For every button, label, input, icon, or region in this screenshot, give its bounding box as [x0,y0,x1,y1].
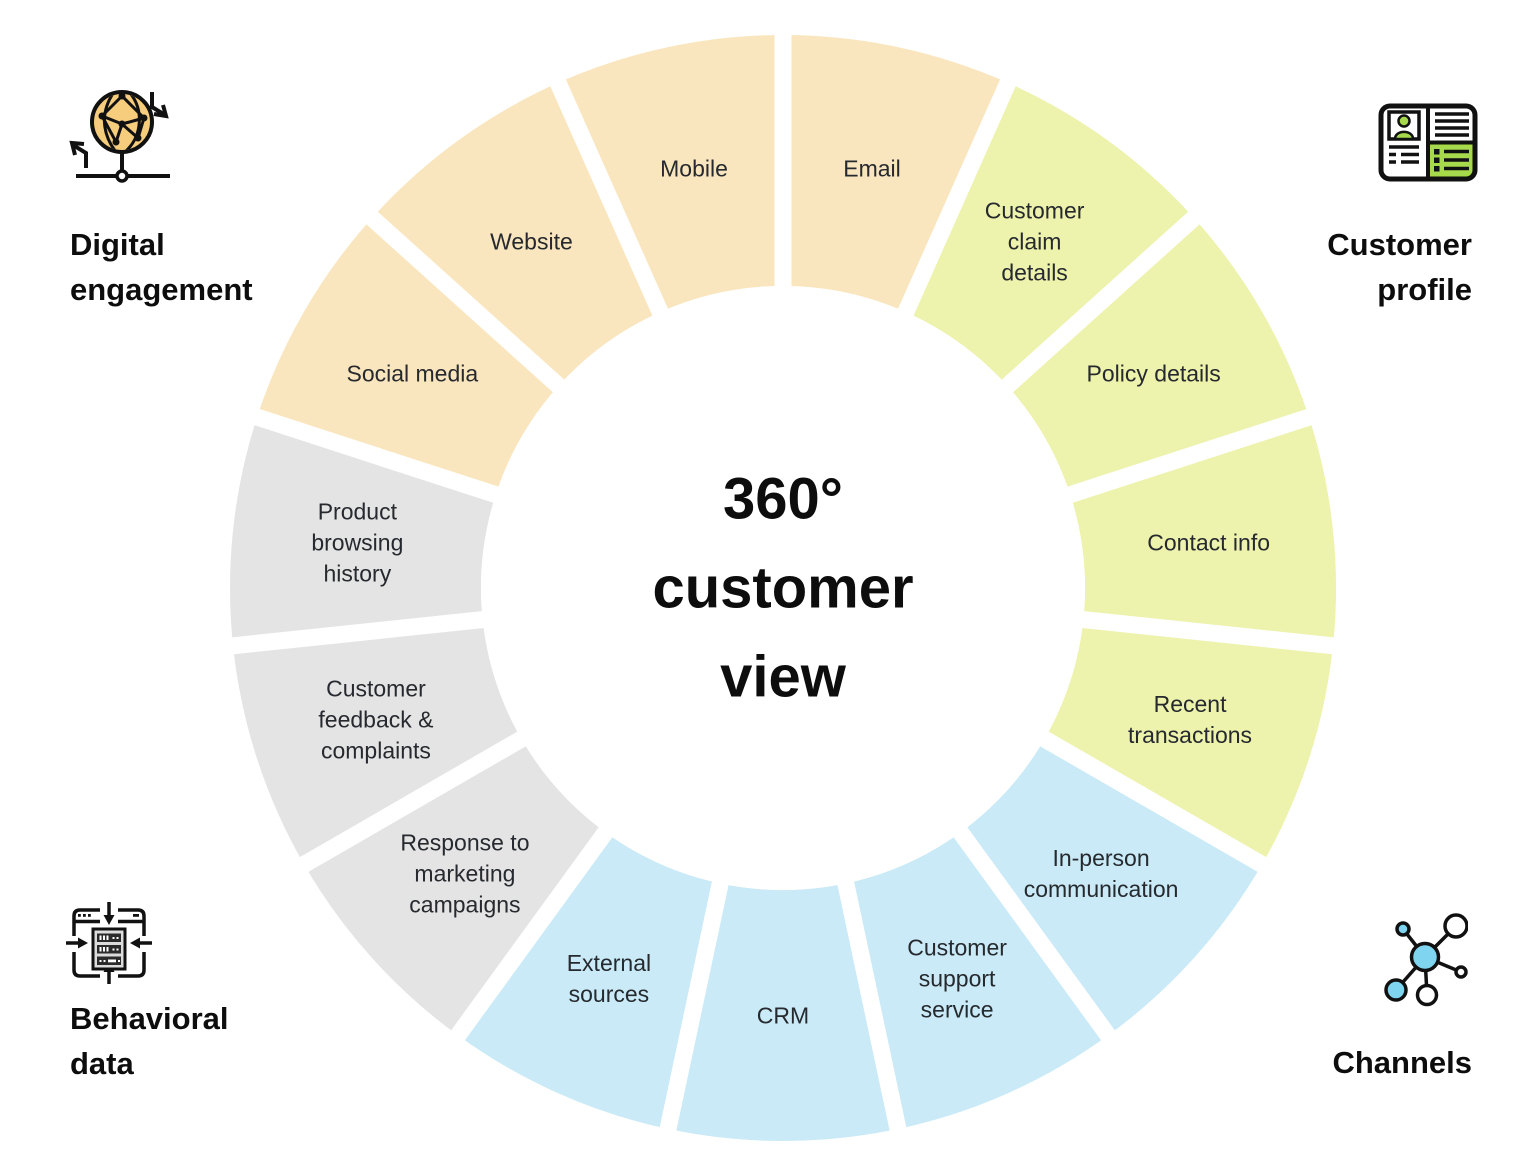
segment-label-line: External [566,949,652,976]
segment-label-external-sources: External sources [567,948,651,1010]
segment-label-customer-claim-details: Customer claim details [985,195,1085,288]
ring-segment-crm [668,883,898,1141]
segment-label-contact-info: Contact info [1147,528,1270,559]
segment-label-line: campaigns [409,891,521,918]
segment-label-line: CRM [756,1002,810,1029]
segment-label-social-media: Social media [346,359,478,390]
segment-label-line: Social media [346,360,479,387]
segment-label-line: Product [317,498,397,525]
segment-label-line: history [323,560,392,587]
segment-label-line: Customer [326,675,426,702]
segment-label-line: browsing [311,529,404,556]
segment-label-line: Email [843,155,901,182]
segment-label-crm: CRM [757,1001,809,1032]
segment-label-line: Policy details [1086,360,1221,387]
ring-segment-external-sources [457,832,721,1129]
segment-label-line: complaints [320,737,431,764]
segment-label-line: support [918,965,996,992]
ring-segment-mobile [558,35,783,313]
group-label-digital-engagement: Digital engagement [70,227,253,307]
segment-label-line: transactions [1128,722,1253,749]
segment-label-response-to-marketing-campaigns: Response to marketing campaigns [400,828,529,921]
segment-label-line: feedback & [318,706,434,733]
center-title-line: 360° [723,466,843,532]
center-title: 360° customer view [652,455,913,722]
ring-segment-customer-feedback-complaints [233,619,522,865]
segment-label-line: details [1001,259,1068,286]
segment-label-line: Recent [1153,691,1227,718]
group-label-customer-profile: Customer profile [1327,227,1472,307]
segment-label-customer-support-service: Customer support service [907,932,1007,1025]
ring-segment-in-person-communication [960,739,1262,1036]
segment-label-policy-details: Policy details [1087,359,1221,390]
segment-label-line: In-person [1052,845,1150,872]
segment-label-line: Customer [907,934,1007,961]
id-card-icon [1378,103,1478,182]
group-label-channels: Channels [1332,1045,1472,1080]
segment-label-line: Contact info [1147,529,1271,556]
segment-label-customer-feedback-complaints: Customer feedback & complaints [318,674,433,767]
segment-label-website: Website [490,226,573,257]
data-collection-icon [66,902,152,984]
segment-label-line: Customer [984,197,1085,224]
segment-label-line: service [920,996,994,1023]
globe-network-icon [69,90,170,183]
ring-segment-customer-support-service [845,832,1109,1129]
segment-label-recent-transactions: Recent transactions [1128,689,1252,751]
ring-segment-response-to-marketing-campaigns [304,739,606,1036]
segment-label-line: marketing [414,860,516,887]
segment-label-line: Response to [400,829,530,856]
ring-center-hole [481,286,1085,890]
ring-segment-email [783,35,1008,313]
segment-label-mobile: Mobile [660,154,728,185]
segment-label-product-browsing-history: Product browsing history [311,497,403,590]
group-label-behavioral-data: Behavioral data [70,1001,229,1081]
segment-label-line: communication [1023,876,1179,903]
segment-label-line: claim [1007,228,1062,255]
segment-label-line: sources [568,980,650,1007]
segment-label-in-person-communication: In-person communication [1024,843,1179,905]
network-nodes-icon [1384,913,1468,1007]
segment-label-line: Website [490,228,573,255]
segment-label-email: Email [843,154,901,185]
center-title-line: view [720,644,846,710]
center-title-line: customer [652,555,914,621]
segment-label-line: Mobile [660,155,728,182]
ring-segment-policy-details [1007,217,1309,495]
ring-segment-recent-transactions [1044,619,1333,865]
ring-segment-social-media [257,217,559,495]
